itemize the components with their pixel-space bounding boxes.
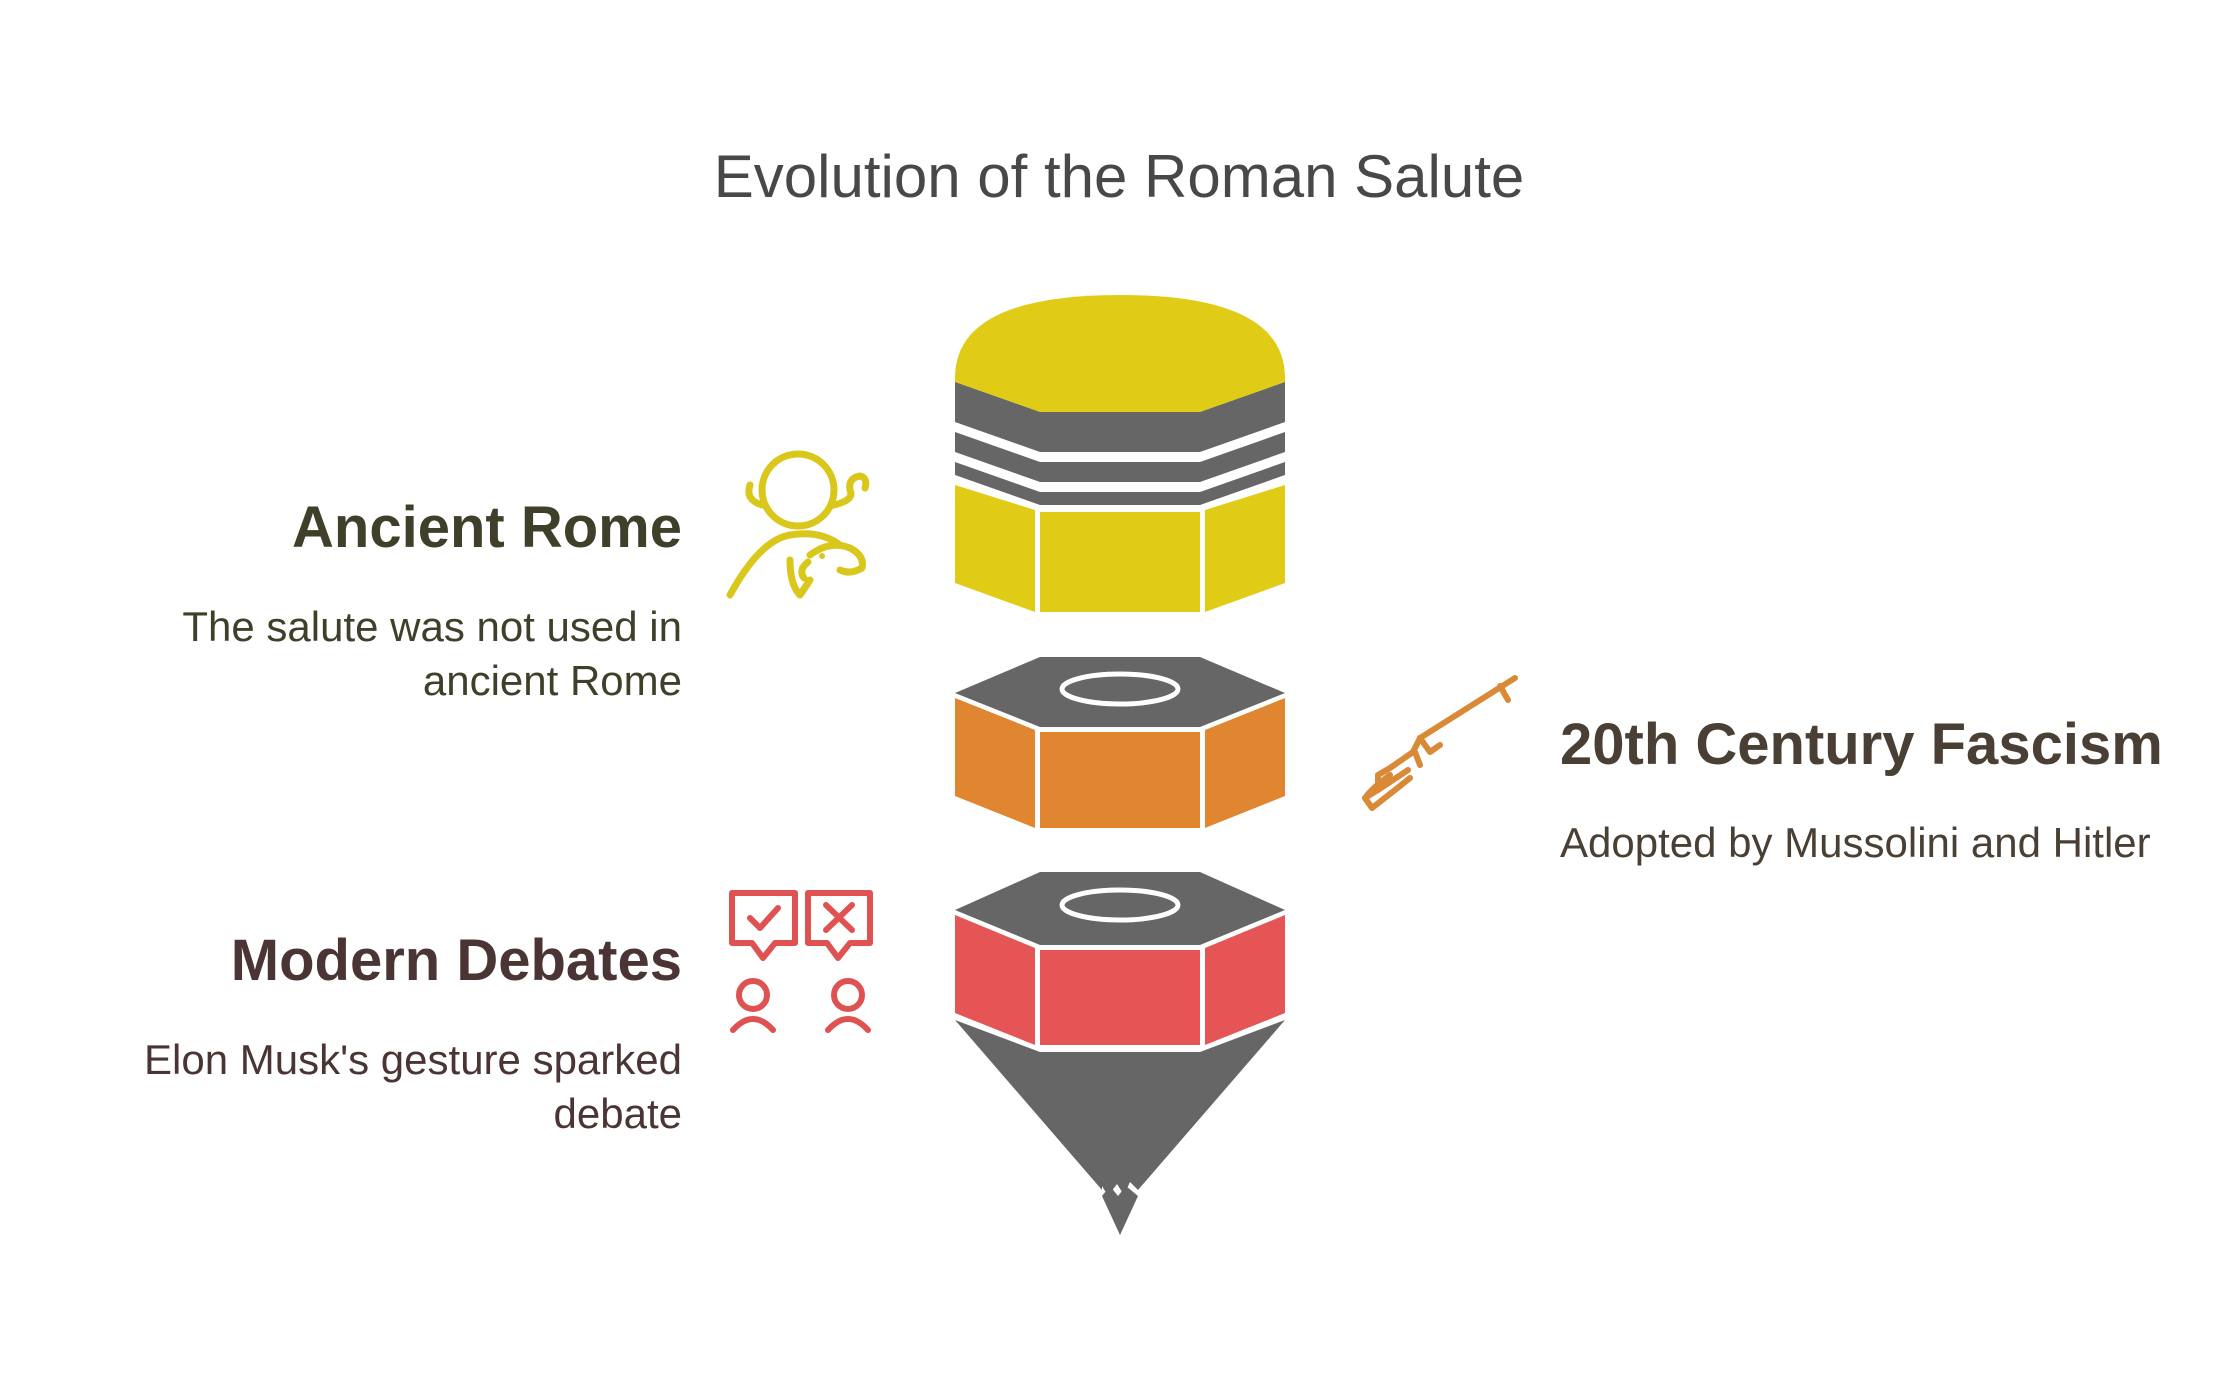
- cap-body-right: [1205, 485, 1285, 612]
- lower-body-left: [955, 915, 1035, 1045]
- middle-body-center: [1040, 732, 1200, 828]
- rifle-icon: [1362, 675, 1518, 811]
- pencil-lower-segment: [955, 872, 1285, 1235]
- middle-body-left: [955, 698, 1035, 828]
- middle-top-face: [955, 657, 1285, 727]
- middle-top-ring: [1059, 671, 1181, 707]
- lower-body-center: [1040, 950, 1200, 1045]
- cap-dome: [955, 295, 1285, 412]
- lower-body-right: [1205, 915, 1285, 1045]
- diagram-title: Evolution of the Roman Salute: [713, 143, 1525, 210]
- cap-band-1: [955, 382, 1285, 452]
- stage-description-modern-debates: Elon Musk's gesture sparked debate: [144, 1036, 682, 1137]
- roman-helmet-icon: [726, 450, 870, 599]
- pencil-cap-segment: [955, 295, 1285, 612]
- pencil-tip-cone: [955, 1020, 1285, 1196]
- stage-heading-modern-debates: Modern Debates: [230, 928, 682, 993]
- cap-body-center: [1040, 512, 1200, 612]
- pencil-lead-tip: [1102, 1186, 1138, 1235]
- stage-description-ancient-rome: The salute was not used in ancient Rome: [182, 603, 682, 704]
- pencil-middle-segment: [955, 657, 1285, 828]
- lower-top-face: [955, 872, 1285, 945]
- lower-top-ring: [1059, 887, 1181, 923]
- debate-people-icon: [729, 890, 873, 1033]
- stage-heading-fascism: 20th Century Fascism: [1560, 712, 2163, 777]
- cap-body-left: [955, 485, 1035, 612]
- stage-heading-ancient-rome: Ancient Rome: [292, 495, 682, 560]
- middle-body-right: [1205, 698, 1285, 828]
- stage-description-fascism: Adopted by Mussolini and Hitler: [1560, 819, 2151, 866]
- cap-band-2: [955, 432, 1285, 482]
- cap-band-3: [955, 462, 1285, 505]
